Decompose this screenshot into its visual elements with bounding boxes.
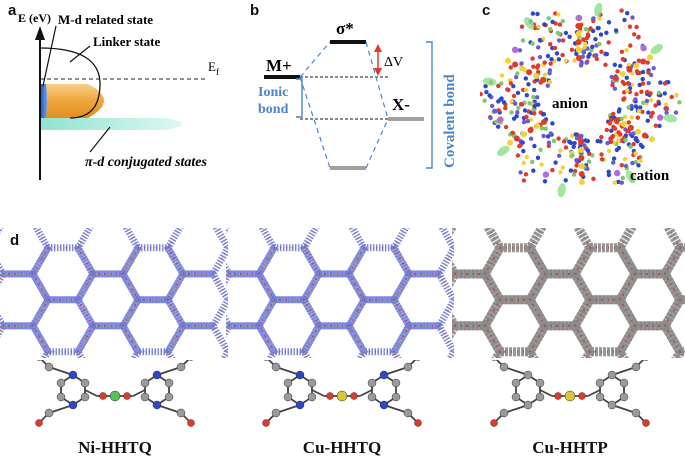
energy-axis-label: E (eV) — [18, 11, 51, 25]
fermi-label: Ef — [208, 59, 219, 77]
orbital-diagram: σ* M+ X- ΔV Ionic bond Covalent bond — [258, 19, 458, 170]
mof-lattice-3 — [434, 217, 685, 383]
molecule-3 — [482, 349, 658, 431]
panel-b: b σ* M+ X- ΔV Ionic bond Covalent bond — [238, 0, 478, 190]
covalent-label: Covalent bond — [442, 74, 458, 168]
pi-d-label: π-d conjugated states — [85, 155, 208, 170]
panel-a-label: a — [8, 2, 17, 19]
mof-name-ni-hhtq: Ni-HHTQ — [78, 438, 152, 457]
md-band — [40, 84, 47, 118]
panel-a: a — [0, 0, 240, 190]
linker-state-label: Linker state — [93, 34, 161, 49]
mof-lattice-1 — [0, 218, 233, 382]
pi-d-band — [40, 118, 183, 130]
anion-label: anion — [552, 96, 589, 112]
pore-illustration: anion cation — [478, 2, 682, 198]
x-minus-label: X- — [392, 95, 410, 114]
linker-curve — [39, 47, 101, 119]
ion-markers — [482, 2, 678, 198]
panel-c: c anion cation — [478, 0, 685, 205]
molecule-1 — [27, 349, 203, 431]
sigma-star-label: σ* — [336, 19, 354, 38]
mof-lattice-2 — [209, 218, 459, 382]
mof-name-cu-hhtq: Cu-HHTQ — [302, 438, 382, 457]
delta-v-label: ΔV — [384, 55, 403, 70]
panel-b-label: b — [250, 2, 260, 19]
cation-label: cation — [630, 168, 670, 184]
ionic-label: Ionic — [258, 85, 288, 100]
mof-name-cu-hhtp: Cu-HHTP — [532, 438, 608, 457]
m-plus-label: M+ — [266, 56, 292, 75]
panel-d-label: d — [10, 232, 20, 249]
linker-band — [40, 84, 104, 118]
panel-c-label: c — [482, 2, 491, 19]
molecule-2 — [254, 349, 430, 431]
md-state-label: M-d related state — [58, 12, 153, 27]
band-diagram: E (eV) M-d related state Linker state Ef… — [18, 11, 219, 180]
bond-label: bond — [258, 102, 289, 117]
